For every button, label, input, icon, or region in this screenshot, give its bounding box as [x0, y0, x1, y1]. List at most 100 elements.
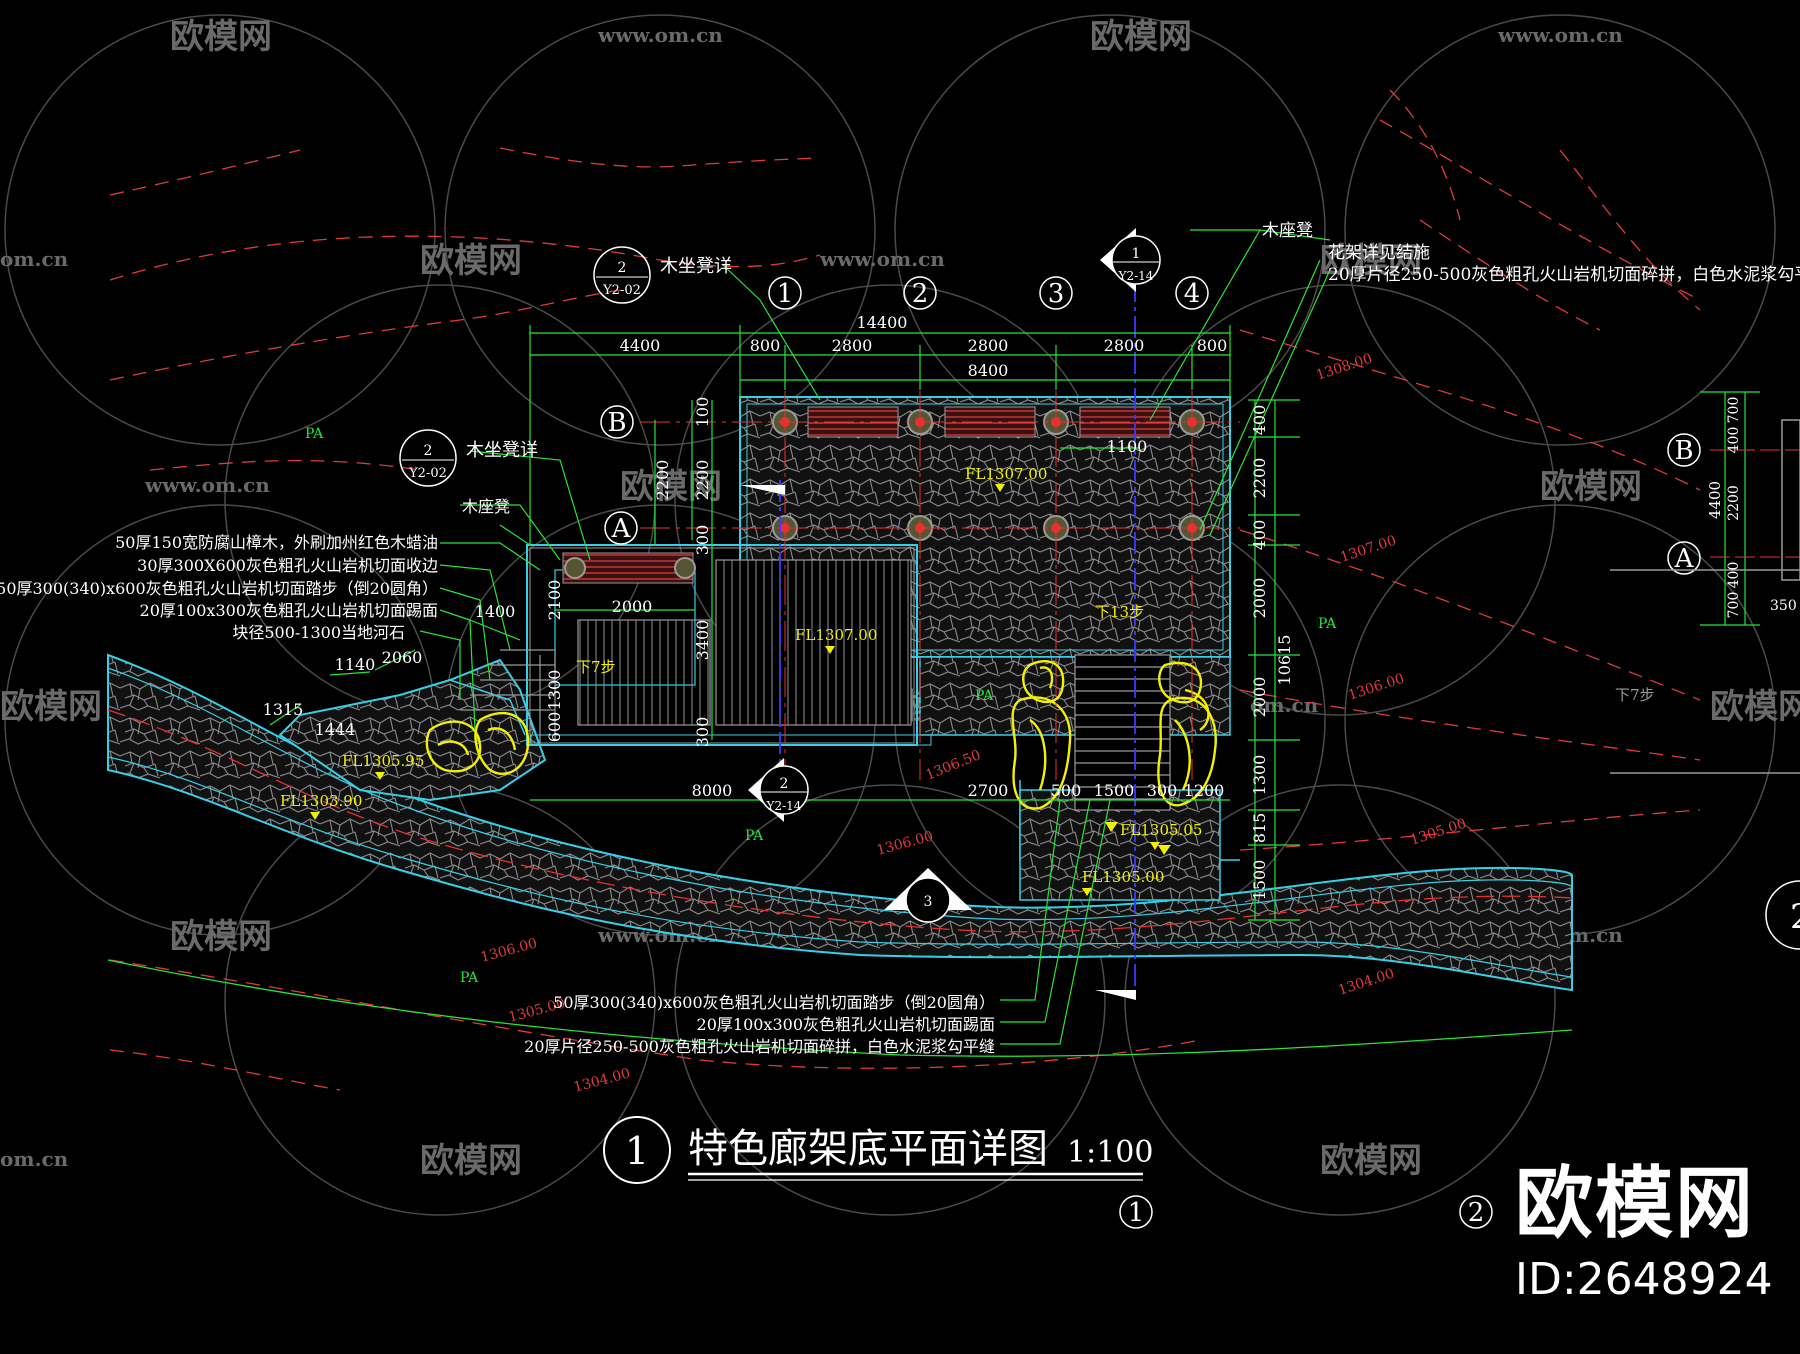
title-number: 1 — [625, 1129, 649, 1173]
side-dim: 700 — [1726, 592, 1742, 619]
section-bottom-num: 2 — [780, 776, 789, 792]
axis-label-a: A — [611, 514, 632, 544]
dim-top-part: 800 — [1197, 336, 1228, 355]
annotation: 块径500-1300当地河石 — [232, 623, 405, 642]
watermark-brand: 欧模网 — [1090, 17, 1192, 57]
left-steps — [460, 649, 556, 745]
dim-stair: 1100 — [1107, 437, 1148, 456]
dim-bottom-1200: 1200 — [1184, 781, 1225, 800]
annotation: 50厚300(340)x600灰色粗孔火山岩机切面踏步（倒20圆角） — [553, 993, 995, 1012]
contour-label: 1306.00 — [875, 828, 935, 858]
annotation: 木座凳 — [462, 497, 510, 516]
dim-diag: 1400 — [475, 602, 516, 621]
side-section: 2 下7步 700 400 2200 400 700 4400 350 — [1610, 391, 1800, 950]
watermark-brand: 欧模网 — [1320, 241, 1422, 281]
watermark-id: ID:2648924 — [1515, 1254, 1773, 1305]
watermark-brand: 欧模网 — [620, 467, 722, 507]
boundary-line — [107, 959, 1573, 1057]
dim-right: 1300 — [1250, 755, 1269, 796]
annotations-left: 木座凳 50厚150宽防腐山樟木，外刷加州红色木蜡油 30厚300X600灰色粗… — [0, 497, 510, 642]
wood-deck — [526, 544, 932, 746]
level-markers — [310, 484, 1171, 896]
watermark-url: www.om.cn — [1497, 23, 1623, 47]
side-dim: 400 — [1726, 427, 1742, 454]
contour-label: 1306.00 — [1346, 671, 1406, 704]
watermark-url: www.om.cn — [819, 247, 945, 271]
level-texts: FL1307.00 FL1307.00 FL1305.95 FL1303.90 … — [280, 465, 1202, 886]
watermark-brand: 欧模网 — [420, 241, 522, 281]
contour-label: 1304.00 — [1336, 966, 1396, 999]
watermark-url: om.cn — [0, 247, 69, 271]
pa-label: PA — [975, 688, 994, 704]
watermark-url: www.om.cn — [144, 473, 270, 497]
level-fl-mid: FL1307.00 — [795, 626, 877, 644]
annotation: 20厚片径250-500灰色粗孔火山岩机切面碎拼，白色水泥浆勾平缝 — [1328, 265, 1800, 285]
dim-right: 2000 — [1250, 677, 1269, 718]
level-fl-left2: FL1303.90 — [280, 792, 362, 810]
watermark-url: om.cn — [1250, 693, 1319, 717]
detail-ref-1-text: 木坐凳详 — [660, 256, 732, 277]
dim-top-part: 4400 — [620, 336, 661, 355]
dim-bottom-2700: 2700 — [968, 781, 1009, 800]
leader-lines — [419, 229, 1331, 1045]
section-lower-num: 3 — [924, 894, 933, 910]
contour-label: 1306.00 — [479, 935, 539, 965]
center-stairs — [1074, 654, 1171, 811]
pa-label: PA — [1318, 616, 1337, 632]
watermark-url: www.om.cn — [597, 23, 723, 47]
title-scale: 1:100 — [1067, 1135, 1153, 1170]
dim-right: 400 — [1250, 405, 1269, 436]
axis-label-1: 1 — [777, 279, 794, 309]
side-axis-label-b: B — [1674, 436, 1693, 466]
watermark-brand: 欧模网 — [170, 917, 272, 957]
dimension-lines — [269, 325, 1300, 921]
annotation: 20厚100x300灰色粗孔火山岩机切面踢面 — [697, 1015, 995, 1034]
dim-left: 2200 — [653, 460, 672, 501]
annotation: 木座凳 — [1262, 221, 1313, 241]
axis-label-3: 3 — [1048, 279, 1065, 309]
pa-labels: PA PA PA PA PA — [305, 426, 1337, 986]
dim-bottom-8000: 8000 — [692, 781, 733, 800]
dim-top-part: 800 — [750, 336, 781, 355]
dim-left: 300 — [693, 717, 712, 748]
dim-bench: 2000 — [612, 597, 653, 616]
watermark-brand: 欧模网 — [1540, 467, 1642, 507]
pa-label: PA — [305, 426, 324, 442]
side-axis-label-a: A — [1674, 544, 1695, 574]
dimension-texts-vertical: 2200 2200 100 300 2100 3400 1300 600 300… — [545, 397, 1294, 901]
level-fl-bottom: FL1305.00 — [1082, 868, 1164, 886]
axis-label-4: 4 — [1184, 279, 1201, 309]
detail-ref-2-text: 木坐凳详 — [466, 440, 538, 461]
section-bottom-ref: Y2-14 — [766, 799, 802, 813]
watermark-brand: 欧模网 — [420, 1141, 522, 1181]
bottom-axis-label-1: 1 — [1128, 1198, 1145, 1228]
pa-label: PA — [745, 828, 764, 844]
side-dim: 400 — [1726, 562, 1742, 589]
dim-top-total: 14400 — [857, 313, 908, 332]
dim-top-part: 2800 — [968, 336, 1009, 355]
annotations-top-right: 木座凳 花架详见结施 20厚片径250-500灰色粗孔火山岩机切面碎拼，白色水泥… — [1262, 221, 1800, 285]
watermark-logo: 欧模网 — [1515, 1159, 1756, 1249]
side-mark-2: 2 — [1790, 897, 1800, 937]
detail-ref-1-num: 2 — [618, 260, 627, 276]
dim-diag: 1140 — [335, 655, 376, 674]
annotation: 50厚300(340)x600灰色粗孔火山岩机切面踏步（倒20圆角） — [0, 579, 438, 598]
side-dim: 2200 — [1726, 485, 1742, 521]
dim-left: 2200 — [693, 460, 712, 501]
side-dim: 700 — [1726, 397, 1742, 424]
river-rocks — [425, 660, 1217, 810]
section-top-num: 1 — [1132, 246, 1141, 262]
watermark-brand: 欧模网 — [1320, 1141, 1422, 1181]
pa-label: PA — [460, 970, 479, 986]
axis-labels: 1 2 3 4 B A 1 2 B A — [607, 279, 1694, 1228]
dimension-texts: 14400 4400 800 2800 2800 2800 800 8400 1… — [263, 313, 1228, 800]
grid-lines — [640, 345, 1240, 780]
axis-label-b: B — [607, 408, 626, 438]
section-marks: 1 Y2-14 2 Y2-14 3 — [740, 228, 1161, 1000]
contour-label: 1304.00 — [572, 1065, 632, 1095]
dim-right: 400 — [1250, 520, 1269, 551]
dim-left: 2100 — [545, 580, 564, 621]
dim-left: 600 — [545, 712, 564, 743]
